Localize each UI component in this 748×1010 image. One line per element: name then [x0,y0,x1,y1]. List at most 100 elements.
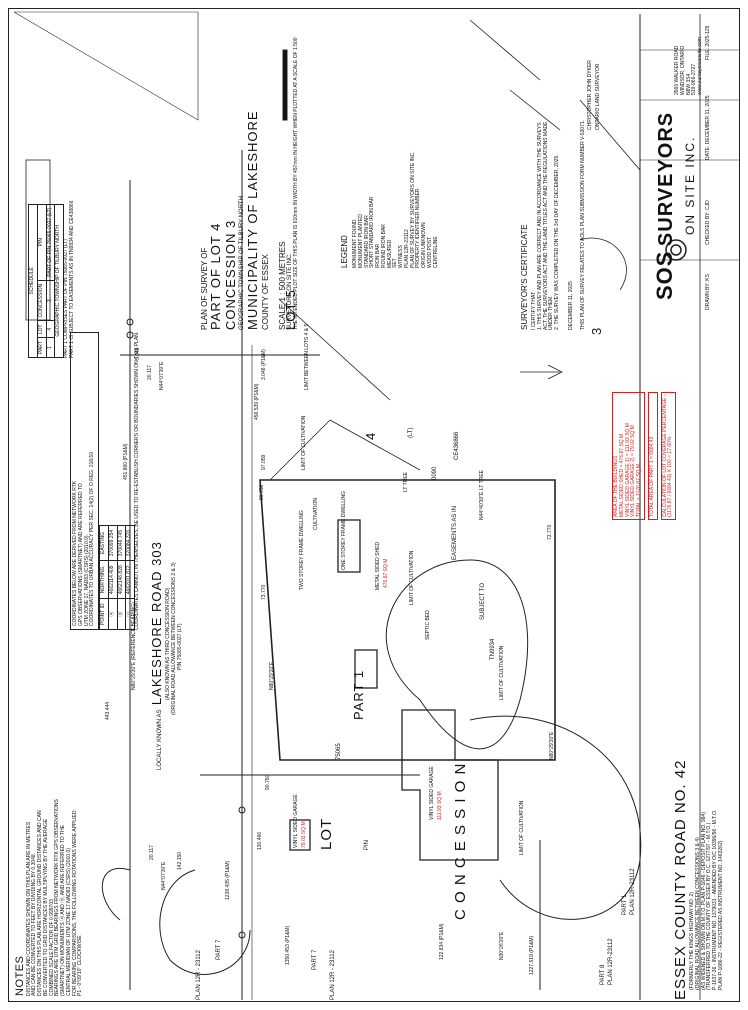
coverage-value: (1176.87 / 6684.43) X 100 = 17.60% [667,436,674,517]
title-block: PLAN OF SURVEY OF PART OF LOT 4 CONCESSI… [200,37,300,330]
dist-label: 443.444 [105,701,111,720]
plan-label: PLAN 12R - 23112 [330,950,336,1000]
county-road-block: ESSEX COUNTY ROAD NO. 42 [672,760,689,1000]
company-block: SOS SURVEYORS [652,112,678,300]
county-road-name: ESSEX COUNTY ROAD NO. 42 [672,759,689,1000]
coords-header: POINT ID [99,598,109,630]
subject-label: SUBJECT TO [480,582,486,620]
coords-footer: COORDINATES CANNOT, IN THEMSELVES, BE US… [134,331,140,630]
title-line: CONCESSION 3 [223,219,239,330]
dist-label: 130.466 [257,831,263,850]
ce-label: CE436866 [454,431,460,460]
title-line: PART OF LOT 4 [208,222,224,330]
schedule-table: SCHEDULE PART LOT CONCESSION PIN 1 4 3 P… [28,204,64,358]
county-road-line: PLAN P-1686-22 - REGISTERED AS INSTRUMEN… [717,840,724,990]
coords-cell: 370099.254 [108,525,117,561]
coords-cell: 4662114.409 [108,560,117,599]
coords-cell: ⓐ [108,598,117,630]
company-name: SURVEYORS [655,111,677,247]
brg-label: N44°07'30"E [161,861,167,890]
dwelling-label: ONE STOREY FRAME DWELLING [341,491,347,570]
brg-label: N30°26'20"E [499,931,505,960]
address-line: www.surveyorsonsite.com [697,37,703,95]
coords-cell: ⓑ [117,598,126,630]
lt-label: (LT) [408,427,414,438]
dist-label: 20.117 [149,845,155,860]
coordinates-block: COORDINATES BELOW ARE DERIVED FROM NETWO… [70,331,141,630]
ref-label: 0090 [432,466,438,480]
notes-line: P1 - 0°09'10" CLOCKWISE [77,935,84,996]
areas-block: AREA OF THE BUILDINGS METAL SIDED SHED =… [612,391,676,520]
certificate-line: 2. THE SURVEY WAS COMPLETED ON THE 3rd D… [554,154,561,330]
schedule-cell: PART OF PIN 75065-0027 (LT) [46,204,55,281]
garage2-label: VINYL SIDED GARAGE [293,794,299,848]
dist-label: 73.770 [261,584,267,600]
brg-label: N80°29'20"E [269,661,275,690]
diagonal-line-3 [279,299,391,401]
part1-boundary [259,479,556,761]
certificate-block: SURVEYOR'S CERTIFICATE I CERTIFY THAT: 1… [520,120,586,330]
garage2-outline [289,819,311,851]
notes-title: NOTES [14,955,26,996]
coords-cell: 4662146.828 [117,560,126,599]
garage1-label: VINYL SIDED GARAGE [429,766,435,820]
limit-cultivation-label: LIMIT OF CULTIVATION [499,645,505,700]
footer-checked: CHECKED BY: CJD [705,200,711,245]
dist-label: 451.860 (P1&M) [123,443,129,480]
shed-outline [401,709,499,861]
septic-label: SEPTIC BED [425,610,431,640]
concession-label: C O N C E S S I O N [452,762,469,920]
corner-curve-1 [159,869,251,975]
monument-4 [238,931,246,939]
schedule-cell: 3 [46,280,55,321]
plan-label: PLAN 12R - 23112 [196,950,202,1000]
footer-drawn: DRAWN BY: KS [705,274,711,310]
certificate-submission: THIS PLAN OF SURVEY RELATES TO AOLS PLAN… [579,119,586,330]
certificate-date: DECEMBER 11, 2025 [567,281,574,330]
sheet-border [8,8,740,1002]
tn-label: TN9934 [490,638,496,660]
schedule-cell: 4 [46,320,55,338]
coords-line: COORDINATES TO URBAN ACCURACY PER SEC. 1… [89,451,96,626]
dist-label: 97.059 [261,454,267,470]
septic-curve [385,559,529,750]
areas-line: TOTAL = 1176.87 SQ M [636,463,642,517]
tree-label: LT TREE [479,469,485,490]
garage1-area-label: 111.93 SQ M [437,791,443,820]
dist-label: 122.834 (P1&M) [439,923,445,960]
coordinates-table: POINT ID NORTHING EASTING ⓐ 4662114.409 … [99,525,135,630]
coords-header: NORTHING [99,560,109,599]
footer-file: FILE: 2025-129 [705,25,711,60]
logo-ring-2 [670,244,682,256]
road-name: LAKESHORE ROAD 303 [149,541,164,706]
dwelling-outline [337,519,361,573]
dwelling2-label: TWO STOREY FRAME DWELLING [299,510,305,590]
brg-label: N80°29'20"E [549,731,555,760]
dist-label: 20.117 [147,365,153,380]
north-arrow-head [547,364,563,380]
schedule-block: SCHEDULE PART LOT CONCESSION PIN 1 4 3 P… [28,201,76,358]
part-label: PART 1 [622,894,628,915]
road-pin: PIN 75065-0027 (LT) [176,623,183,670]
cultivation-label: CULTIVATION [313,498,319,530]
surveyor-name: CHRISTOPHER JOHN DYKER [587,60,593,130]
part-label: PART 7 [312,949,318,970]
legend-block: LEGEND MONUMENT FOUND MONUMENT PLANTED S… [340,151,439,268]
scale-bar [282,49,288,121]
limit-between-label: LIMIT BETWEEN LOTS 4 & 5 [304,323,310,390]
total-area: TOTAL AREA OF PART 1 = 6684.43 [647,391,658,520]
coords-cell: 370046.745 [117,525,126,561]
lot4-label: 4 [363,431,378,440]
key-plan-line [13,11,199,121]
logo-ring-1 [665,239,687,261]
easements-label: EASEMENTS AS IN [452,505,458,560]
footer-date: DATE: DECEMBER 11, 2025 [705,95,711,160]
company-sub: ON SITE INC. [683,135,697,235]
certificate-title: SURVEYOR'S CERTIFICATE [520,224,529,330]
company-address: 3560 WALKER ROAD WINDSOR, ONTARIO N8W 3S… [674,37,704,95]
dist-label: 1238.435 (P1&M) [225,860,231,900]
plot-note: THE INTENDED PLOT SIZE OF THIS PLAN IS 6… [293,37,300,330]
lot-label: LOT [318,817,335,850]
dist-label: 142.150 [177,851,183,870]
